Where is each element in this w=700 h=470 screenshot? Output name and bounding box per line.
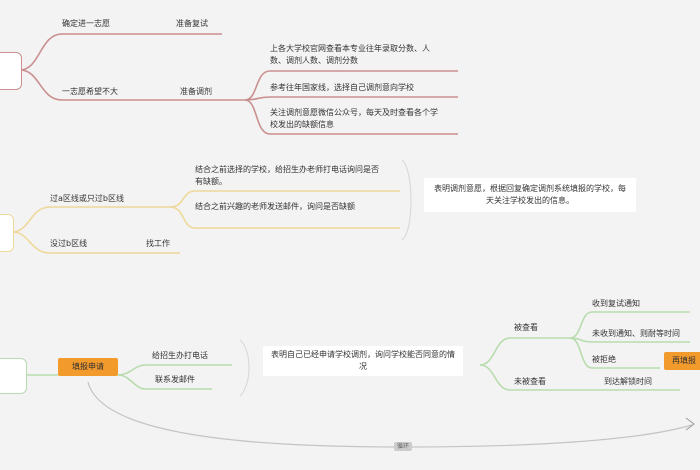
node-reach-unlock-time[interactable]: 到达解锁时间 bbox=[604, 377, 652, 386]
node-find-job[interactable]: 找工作 bbox=[146, 239, 170, 248]
node-confirm-first-choice[interactable]: 确定进一志愿 bbox=[62, 19, 110, 28]
node-prepare-adjustment[interactable]: 准备调剂 bbox=[180, 87, 212, 96]
node-not-viewed[interactable]: 未被查看 bbox=[514, 377, 546, 386]
relation-loop-label[interactable]: 循环 bbox=[394, 442, 413, 451]
node-first-choice-unlikely[interactable]: 一志愿希望不大 bbox=[62, 87, 118, 96]
node-email-professors[interactable]: 结合之前兴趣的老师发送邮件，询问是否缺额 bbox=[195, 202, 355, 211]
node-call-admissions-office[interactable]: 给招生办打电话 bbox=[152, 351, 208, 360]
node-viewed[interactable]: 被查看 bbox=[514, 323, 538, 332]
node-rejected[interactable]: 被拒绝 bbox=[592, 355, 616, 364]
root-node-1[interactable] bbox=[0, 52, 22, 90]
node-refill-application[interactable]: 再填报 bbox=[664, 352, 700, 370]
node-passed-a-or-b-line[interactable]: 过a区线或只过b区线 bbox=[50, 194, 124, 203]
summary-express-intent-text: 表明调剂意愿，根据回复确定调剂系统填报的学校，每天关注学校发出的信息。 bbox=[434, 184, 626, 205]
node-follow-wechat-accounts[interactable]: 关注调剂意愿微信公众号，每天及时查看各个学校发出的缺额信息 bbox=[270, 108, 438, 129]
node-no-notice-wait[interactable]: 未收到通知、则耐等时间 bbox=[592, 329, 680, 338]
node-check-school-websites[interactable]: 上各大学校官网查看本专业往年录取分数、人数、调剂人数、调剂分数 bbox=[270, 44, 430, 65]
summary-application-status[interactable]: 表明自己已经申请学校调剂，询问学校能否同意的情况 bbox=[263, 346, 463, 376]
node-reference-national-line[interactable]: 参考往年国家线，选择自己调剂意向学校 bbox=[270, 83, 414, 92]
root-node-3[interactable] bbox=[0, 358, 27, 394]
node-call-admissions[interactable]: 结合之前选择的学校，给招生办老师打电话询问是否有缺额。 bbox=[195, 165, 379, 186]
node-failed-b-line[interactable]: 没过b区线 bbox=[50, 239, 88, 248]
node-prepare-retest[interactable]: 准备复试 bbox=[176, 19, 208, 28]
node-fill-application[interactable]: 填报申请 bbox=[58, 358, 118, 376]
node-send-email[interactable]: 联系发邮件 bbox=[155, 375, 195, 384]
root-node-2[interactable] bbox=[0, 214, 14, 252]
summary-express-intent[interactable]: 表明调剂意愿，根据回复确定调剂系统填报的学校，每天关注学校发出的信息。 bbox=[424, 178, 636, 212]
node-received-retest-notice[interactable]: 收到复试通知 bbox=[592, 299, 640, 308]
summary-application-status-text: 表明自己已经申请学校调剂，询问学校能否同意的情况 bbox=[271, 350, 455, 371]
